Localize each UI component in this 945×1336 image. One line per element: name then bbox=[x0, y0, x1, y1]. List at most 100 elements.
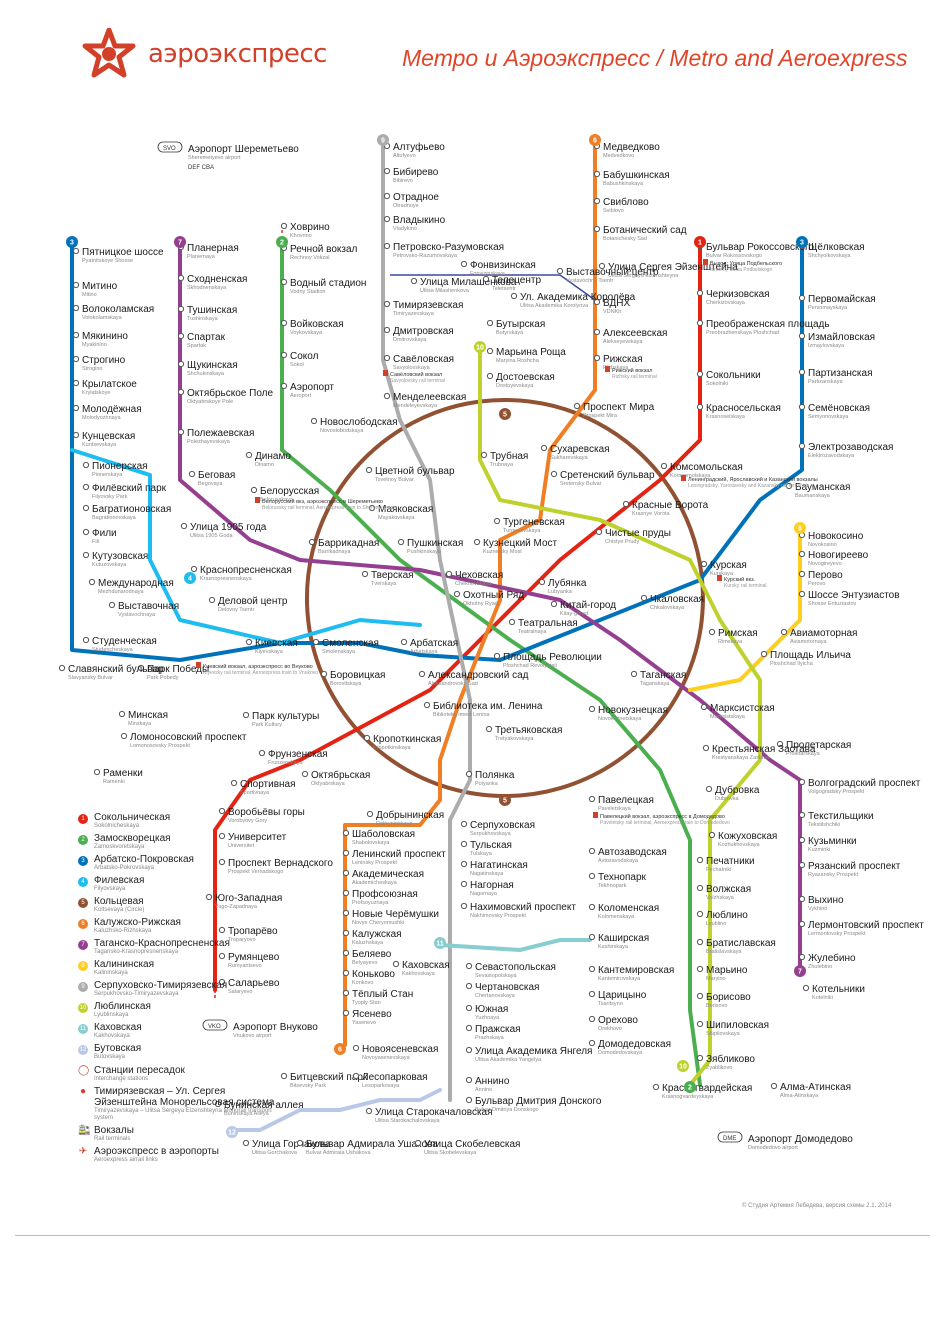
station-name-en: Alekseyevskaya bbox=[603, 339, 643, 345]
station-name-ru: Выставочная bbox=[118, 601, 179, 612]
station-name-ru: Третьяковская bbox=[495, 725, 562, 736]
station-dot bbox=[177, 360, 185, 368]
line-badge: 10 bbox=[677, 1060, 689, 1072]
station-name-ru: Нагорная bbox=[470, 880, 514, 891]
metro-line-6-path bbox=[343, 143, 597, 1047]
station-dot bbox=[280, 278, 288, 286]
station-dot bbox=[414, 1139, 422, 1147]
airport-name-en: Domodedovo airport bbox=[748, 1145, 798, 1151]
station-name-ru: Сухаревская bbox=[550, 444, 610, 455]
station-name-en: Taganskaya bbox=[640, 681, 670, 687]
station-name-ru: Калужская bbox=[352, 929, 402, 940]
station-dot bbox=[473, 538, 481, 546]
station-dot bbox=[593, 197, 601, 205]
station-dot bbox=[342, 1009, 350, 1017]
legend-line-name-ru: Арбатско-Покровская bbox=[94, 854, 194, 865]
legend-line-badge: 6 bbox=[78, 919, 88, 929]
station-name-en: Voykovskaya bbox=[290, 330, 323, 336]
legend-text: Тимирязевская – Ул. Сергея Эйзенштейна М… bbox=[94, 1086, 278, 1122]
station-name-en: Lomonosovsky Prospekt bbox=[130, 743, 190, 749]
station-name-ru: Спартак bbox=[187, 332, 226, 343]
rail-note-ru: Ленинградский, Ярославский и Казанский в… bbox=[688, 476, 818, 483]
station-name-en: Novoyasenevskaya bbox=[362, 1055, 411, 1061]
station-name-ru: Тимирязевская bbox=[393, 300, 463, 311]
station-name-ru: Шаболовская bbox=[352, 828, 415, 840]
station-name-ru: Технопарк bbox=[598, 872, 647, 883]
station-name-en: Krestyanskaya Zastava bbox=[712, 755, 770, 761]
station-name-ru: Отрадное bbox=[393, 192, 439, 203]
station-dot bbox=[460, 260, 468, 268]
line-badge: 3 bbox=[66, 236, 78, 248]
station-name-ru: Румянцево bbox=[228, 952, 280, 963]
station-name-en: Tyoply Stan bbox=[352, 1000, 381, 1006]
station-dot bbox=[383, 392, 391, 400]
station-dot bbox=[486, 347, 494, 355]
rail-note-en: Rizhsky rail terminal bbox=[612, 374, 657, 380]
metro-line-4-path bbox=[70, 448, 422, 645]
station-name-ru: Чистые пруды bbox=[605, 528, 671, 539]
station-name-en: Krasnoselskaya bbox=[706, 414, 746, 420]
line-badge-circle bbox=[794, 965, 806, 977]
station-name-ru: Лесопарковая bbox=[362, 1072, 428, 1083]
legend-line-name-en: Lyublinskaya bbox=[94, 1012, 129, 1018]
station-name-ru: Тульская bbox=[470, 840, 512, 851]
station-name-en: Ulitsa Skobelevskaya bbox=[424, 1150, 477, 1156]
station-name-ru: Молодёжная bbox=[82, 404, 142, 415]
legend-line-name-ru: Филевская bbox=[94, 875, 145, 886]
station-name-en: Petrovsko-Razumovskaya bbox=[393, 253, 458, 259]
station-name-ru: Комсомольская bbox=[670, 462, 743, 473]
station-name-en: Pyatnitskoye Shosse bbox=[82, 258, 133, 264]
station-name-ru: Лубянка bbox=[548, 577, 587, 589]
legend-line-name-en: Tagansko-Krasnopresnenskaya bbox=[94, 949, 179, 955]
legend-line-name-ru: Калининская bbox=[94, 959, 155, 970]
station-dot bbox=[410, 277, 418, 285]
rail-note-ru: Рижский вокзал bbox=[612, 367, 652, 374]
station-name-en: Rizhskaya bbox=[603, 365, 629, 371]
station-dot bbox=[588, 872, 596, 880]
station-dot bbox=[218, 952, 226, 960]
station-name-en: Botanichesky Sad bbox=[603, 236, 647, 242]
station-dot bbox=[460, 902, 468, 910]
station-name-ru: Крестьянская Застава bbox=[712, 744, 816, 755]
station-name-en: Novokuznetskaya bbox=[598, 716, 642, 722]
brand-logo: аэроэкспресс bbox=[80, 28, 327, 80]
station-name-ru: Каховская bbox=[402, 960, 450, 971]
station-name-ru: Улица Горчакова bbox=[252, 1139, 331, 1150]
station-dot bbox=[640, 594, 648, 602]
station-name-en: Vykhino bbox=[808, 906, 827, 912]
airport-badge-code: VKO bbox=[208, 1024, 221, 1030]
station-name-en: Filyovsky Park bbox=[92, 494, 128, 500]
station-name-en: Universitet bbox=[228, 843, 254, 849]
station-name-en: Mendeleyevskaya bbox=[393, 403, 438, 409]
rail-terminal-note: Белорусский вкз, аэроэкспресс в Шереметь… bbox=[255, 497, 395, 511]
station-name-ru: Петровско-Разумовская bbox=[393, 242, 504, 253]
station-dot bbox=[696, 992, 704, 1000]
station-name-en: Chkalovskaya bbox=[650, 605, 685, 611]
station-name-ru: Тёплый Стан bbox=[352, 989, 413, 1000]
station-dot bbox=[460, 840, 468, 848]
